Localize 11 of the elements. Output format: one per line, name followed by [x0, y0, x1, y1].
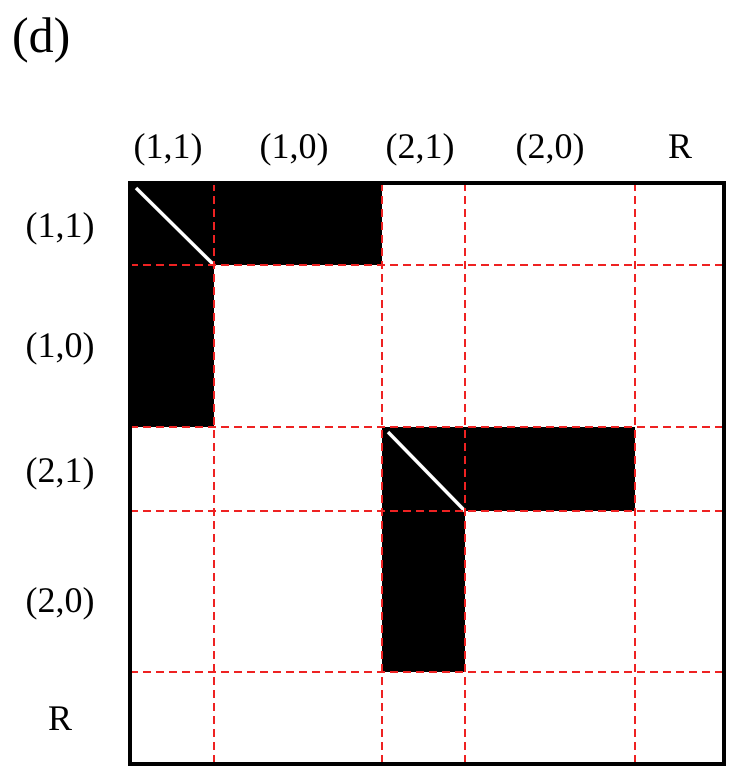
- column-label: (1,1): [134, 128, 202, 164]
- column-label: (2,0): [516, 128, 584, 164]
- row-label: (2,1): [26, 452, 94, 488]
- column-label: (1,0): [260, 128, 328, 164]
- row-label: (2,0): [26, 582, 94, 618]
- row-label: R: [48, 700, 72, 736]
- row-label: (1,0): [26, 327, 94, 363]
- column-label: R: [668, 128, 692, 164]
- column-label: (2,1): [386, 128, 454, 164]
- panel-title: (d): [12, 10, 70, 60]
- row-label: (1,1): [26, 207, 94, 243]
